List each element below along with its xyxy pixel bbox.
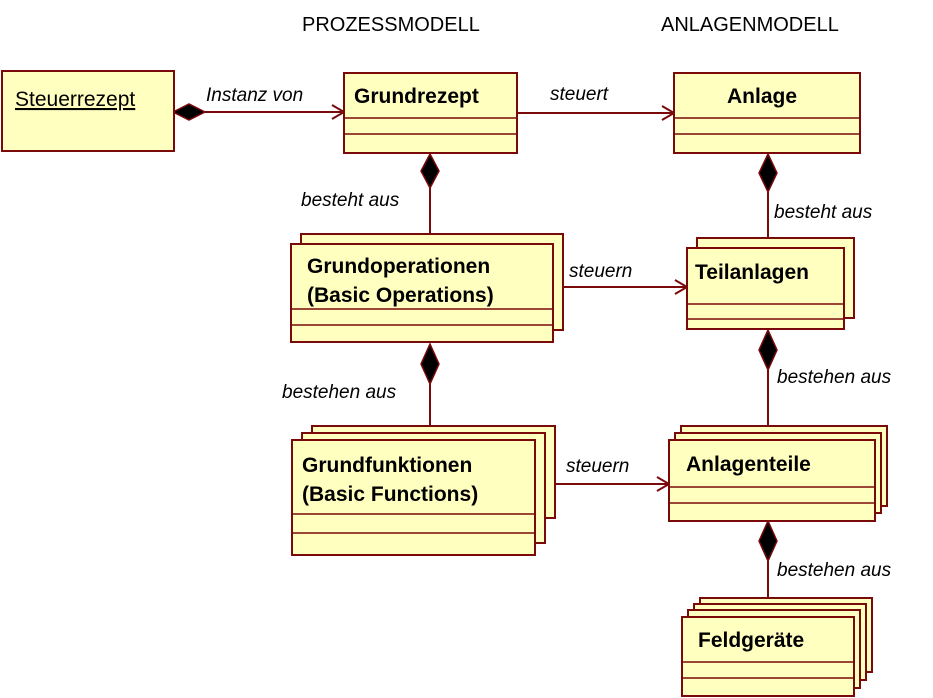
relation-bestehen-aus-equipment (758, 519, 778, 598)
class-anlage-title: Anlage (727, 85, 797, 108)
class-teilanlagen[interactable]: Teilanlagen (686, 237, 855, 330)
label-bestehen-aus-equipment: bestehen aus (777, 560, 892, 581)
class-grundrezept[interactable]: Grundrezept (343, 72, 518, 154)
class-grundfunktionen-title: Grundfunktionen (302, 454, 472, 477)
class-anlagenteile[interactable]: Anlagenteile (668, 425, 888, 522)
class-anlage[interactable]: Anlage (673, 72, 861, 154)
class-steuerrezept[interactable]: Steuerrezept (1, 70, 175, 152)
label-instanz-von: Instanz von (206, 85, 303, 106)
class-feldgeraete-title: Feldgeräte (698, 629, 804, 652)
relation-steuern-operations (563, 279, 689, 295)
class-steuerrezept-title: Steuerrezept (15, 88, 135, 111)
class-grundfunktionen[interactable]: Grundfunktionen (Basic Functions) (291, 425, 556, 556)
composition-diamond (420, 152, 440, 190)
header-plant-model: ANLAGENMODELL (661, 14, 839, 36)
label-steuern-operations: steuern (569, 261, 632, 282)
relation-instanz-von (171, 103, 346, 121)
class-anlagenteile-title: Anlagenteile (686, 453, 811, 476)
relation-steuern-functions (555, 476, 671, 492)
class-grundoperationen-subtitle: (Basic Operations) (307, 284, 494, 307)
relation-besteht-aus-plant (758, 152, 778, 238)
class-teilanlagen-title: Teilanlagen (695, 261, 809, 284)
composition-diamond (171, 103, 207, 121)
label-bestehen-aus-units: bestehen aus (777, 367, 892, 388)
label-steuert: steuert (550, 84, 609, 105)
composition-diamond (420, 342, 440, 386)
label-besteht-aus-process: besteht aus (301, 190, 400, 211)
class-grundoperationen[interactable]: Grundoperationen (Basic Operations) (290, 233, 564, 343)
relation-steuert (517, 105, 676, 121)
composition-diamond (758, 519, 778, 563)
class-grundfunktionen-subtitle: (Basic Functions) (302, 483, 478, 506)
label-bestehen-aus-operations: bestehen aus (282, 382, 397, 403)
class-grundoperationen-title: Grundoperationen (307, 255, 490, 278)
composition-diamond (758, 152, 778, 194)
composition-diamond (758, 328, 778, 372)
class-grundrezept-title: Grundrezept (354, 85, 479, 108)
label-steuern-functions: steuern (566, 456, 629, 477)
relation-besteht-aus-process (420, 152, 440, 234)
relation-bestehen-aus-units (758, 328, 778, 426)
class-feldgeraete[interactable]: Feldgeräte (681, 597, 873, 697)
relation-bestehen-aus-operations (420, 342, 440, 426)
label-besteht-aus-plant: besteht aus (774, 202, 873, 223)
header-process-model: PROZESSMODELL (302, 14, 480, 36)
